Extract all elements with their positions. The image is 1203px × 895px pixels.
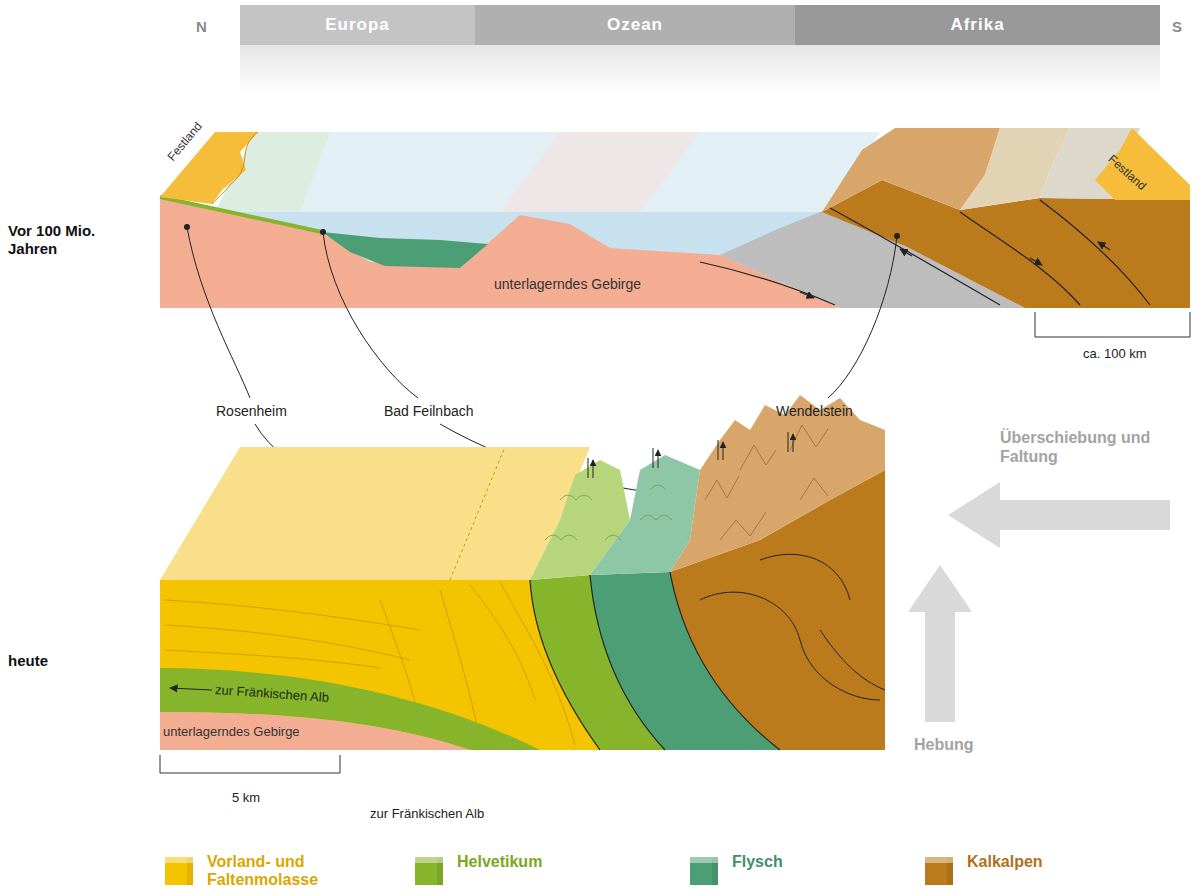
place-label: Wendelstein [776, 403, 853, 420]
legend-entry: Flysch [690, 853, 842, 893]
process-label: Hebung [914, 735, 974, 754]
legend-swatch [690, 857, 718, 885]
process-label: Überschiebung und Faltung [1000, 428, 1175, 466]
scale-label: 5 km [232, 790, 260, 806]
legend-swatch [925, 857, 953, 885]
uplift-arrow-head [908, 565, 972, 612]
time-label: Vor 100 Mio. Jahren [8, 222, 120, 258]
legend-text: Vorland- und Faltenmolasse [207, 853, 347, 890]
region-name: Europa [325, 15, 390, 35]
region-band: Afrika [795, 5, 1160, 45]
legend-entry: Kalkalpen [925, 853, 1097, 893]
past-section [160, 128, 1190, 337]
bar-shadow [240, 45, 1160, 95]
region-band: Ozean [475, 5, 795, 45]
legend-text: Kalkalpen [967, 853, 1097, 871]
time-label: heute [8, 652, 48, 670]
present-section [160, 395, 885, 773]
legend-entry: Vorland- und Faltenmolasse [165, 853, 347, 893]
legend-text: Flysch [732, 853, 842, 871]
layer-label: unterlagerndes Gebirge [163, 724, 300, 740]
compass-label: N [196, 18, 207, 36]
scale-label: ca. 100 km [1083, 346, 1147, 362]
place-label: Bad Feilnbach [384, 403, 474, 420]
push-arrow [948, 482, 1170, 548]
region-name: Afrika [950, 15, 1004, 35]
legend-entry: Helvetikum [415, 853, 587, 893]
uplift-arrow [925, 612, 955, 722]
layer-label: unterlagerndes Gebirge [494, 276, 641, 293]
legend-text: Helvetikum [457, 853, 587, 871]
legend-swatch [415, 857, 443, 885]
compass-label: S [1172, 18, 1182, 36]
region-name: Ozean [607, 15, 663, 35]
region-band: Europa [240, 5, 475, 45]
note-label: zur Fränkischen Alb [370, 806, 484, 822]
place-label: Rosenheim [216, 403, 287, 420]
legend-swatch [165, 857, 193, 885]
